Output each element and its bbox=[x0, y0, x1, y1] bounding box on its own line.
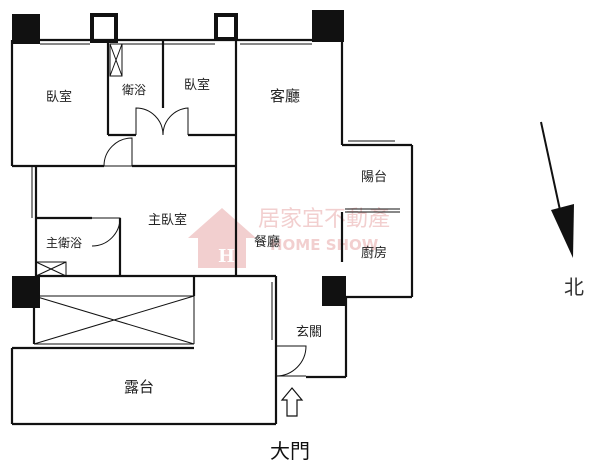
room-label-kitchen: 廚房 bbox=[361, 245, 387, 261]
compass-label: 北 bbox=[564, 275, 584, 299]
compass-needle bbox=[540, 121, 564, 225]
room-label-foyer: 玄關 bbox=[296, 325, 322, 340]
pillar bbox=[322, 276, 346, 306]
entrance-label: 大門 bbox=[270, 439, 310, 463]
room-labels: 臥室 衛浴 臥室 客廳 陽台 主臥室 主衛浴 餐廳 廚房 玄關 露台 bbox=[46, 77, 387, 396]
room-label-balcony: 陽台 bbox=[361, 170, 387, 185]
entrance-arrow-icon bbox=[280, 387, 304, 417]
watermark-name-zh: 居家宜不動產 bbox=[258, 207, 390, 232]
bedroom1-door bbox=[103, 137, 133, 167]
column-hollow bbox=[90, 13, 118, 43]
room-label-master-bath: 主衛浴 bbox=[46, 236, 82, 250]
doors bbox=[91, 107, 307, 377]
bedroom2-door bbox=[162, 107, 189, 136]
watermark: H 居家宜不動產 HOME SHOW bbox=[188, 207, 390, 268]
watermark-logo-letter: H bbox=[218, 246, 235, 267]
room-label-bedroom-2: 臥室 bbox=[184, 77, 210, 93]
room-label-living-room: 客廳 bbox=[270, 87, 300, 105]
room-label-bathroom: 衛浴 bbox=[122, 83, 146, 97]
walls bbox=[10, 38, 414, 426]
watermark-name-en: HOME SHOW bbox=[270, 236, 379, 254]
pillar bbox=[312, 10, 344, 42]
watermark-house-icon bbox=[188, 208, 256, 268]
entrance-marker: 大門 bbox=[270, 387, 310, 463]
bathroom-door bbox=[135, 107, 164, 136]
pillar bbox=[12, 14, 40, 44]
column-hollow bbox=[214, 13, 238, 41]
entrance-door bbox=[275, 345, 307, 377]
master-bath-door bbox=[91, 217, 121, 247]
room-label-master-bedroom: 主臥室 bbox=[148, 212, 187, 228]
pillars bbox=[12, 10, 346, 308]
room-label-bedroom-1: 臥室 bbox=[46, 89, 72, 105]
room-label-terrace: 露台 bbox=[124, 378, 154, 396]
room-label-dining-room: 餐廳 bbox=[254, 234, 280, 250]
pillar bbox=[12, 276, 40, 308]
compass: 北 bbox=[540, 121, 584, 299]
north-arrow-icon bbox=[551, 204, 574, 258]
